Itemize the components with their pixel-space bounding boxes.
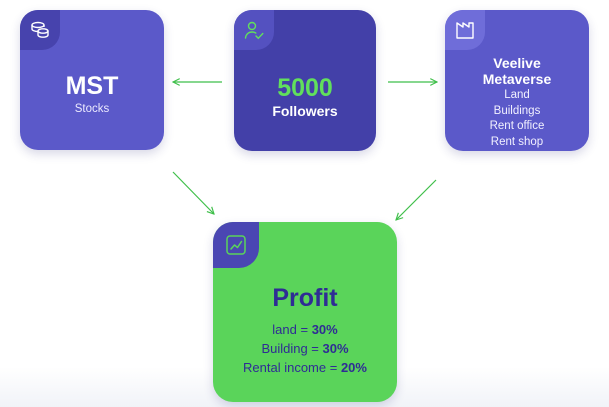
arrow-metaverse-to-profit: [396, 179, 437, 220]
profit-row-value: 30%: [322, 341, 349, 356]
followers-count: 5000: [277, 74, 333, 102]
metaverse-item: Rent office: [489, 120, 545, 132]
profit-title: Profit: [272, 284, 338, 312]
profit-row-label: Building =: [261, 341, 323, 356]
building-icon: [456, 22, 474, 39]
metaverse-item: Rent shop: [490, 135, 544, 148]
coins-icon: [31, 21, 49, 38]
profit-row: Rental income = 20%: [213, 358, 397, 377]
profit-row-label: land =: [272, 322, 312, 337]
metaverse-icon-tab: [445, 10, 485, 50]
metaverse-item: Land: [504, 89, 530, 101]
profit-row: Building = 30%: [213, 339, 397, 358]
profit-row-value: 20%: [340, 360, 367, 375]
mst-card: MST Stocks: [20, 10, 164, 150]
profit-row: land = 30%: [213, 320, 397, 339]
arrow-mst-to-profit: [172, 171, 214, 214]
mst-subtitle: Stocks: [74, 103, 110, 115]
user-check-icon: [244, 21, 264, 40]
metaverse-title-line1: Veelive: [493, 55, 541, 71]
mst-title: MST: [65, 72, 119, 100]
metaverse-items: Land Buildings Rent office Rent shop: [445, 88, 589, 150]
metaverse-title-line2: Metaverse: [482, 71, 552, 87]
profit-breakdown: land = 30% Building = 30% Rental income …: [213, 320, 397, 377]
followers-icon-tab: [234, 10, 274, 50]
metaverse-item: Buildings: [493, 104, 541, 117]
metaverse-card: Veelive Metaverse Land Buildings Rent of…: [445, 10, 589, 151]
profit-row-value: 30%: [311, 322, 338, 337]
followers-label: Followers: [272, 103, 338, 119]
profit-icon-tab: [213, 222, 259, 268]
chart-icon: [226, 235, 246, 255]
profit-row-label: Rental income =: [243, 360, 341, 375]
profit-card: Profit land = 30% Building = 30% Rental …: [213, 222, 397, 402]
metaverse-title: Veelive Metaverse: [445, 55, 589, 87]
mst-icon-tab: [20, 10, 60, 50]
followers-card: 5000 Followers: [234, 10, 376, 151]
